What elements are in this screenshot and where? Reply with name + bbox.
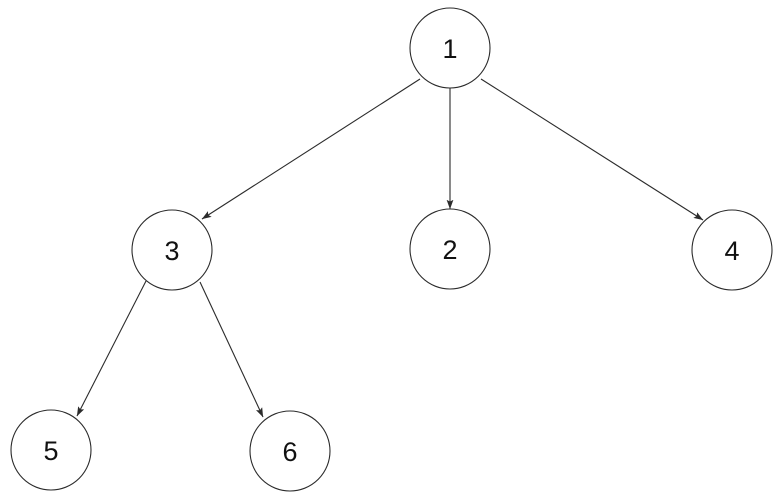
graph-node-3[interactable]: 3 [131, 209, 213, 291]
node-label-3: 3 [164, 236, 179, 266]
graph-node-1[interactable]: 1 [409, 7, 491, 89]
node-circle-5[interactable] [10, 409, 92, 491]
node-circle-2[interactable] [409, 208, 491, 290]
edge-line [201, 78, 421, 220]
graph-edge-1-to-4 [480, 78, 704, 221]
node-circle-3[interactable] [131, 209, 213, 291]
node-label-6: 6 [282, 437, 297, 467]
graph-edge-1-to-3 [201, 78, 421, 220]
graph-edge-3-to-6 [199, 281, 264, 418]
node-label-1: 1 [442, 34, 457, 64]
edge-line [199, 281, 264, 418]
node-label-2: 2 [442, 235, 457, 265]
graph-node-2[interactable]: 2 [409, 208, 491, 290]
graph-node-5[interactable]: 5 [10, 409, 92, 491]
edge-line [480, 78, 704, 221]
node-circle-4[interactable] [691, 209, 773, 291]
edge-layer [76, 78, 704, 418]
node-label-5: 5 [43, 436, 58, 466]
node-label-4: 4 [724, 236, 739, 266]
graph-edge-3-to-5 [76, 280, 147, 417]
node-circle-6[interactable] [249, 410, 331, 492]
edge-line [76, 280, 147, 417]
node-layer: 1 2 3 4 5 6 [10, 7, 773, 492]
graph-node-4[interactable]: 4 [691, 209, 773, 291]
graph-node-6[interactable]: 6 [249, 410, 331, 492]
node-circle-1[interactable] [409, 7, 491, 89]
